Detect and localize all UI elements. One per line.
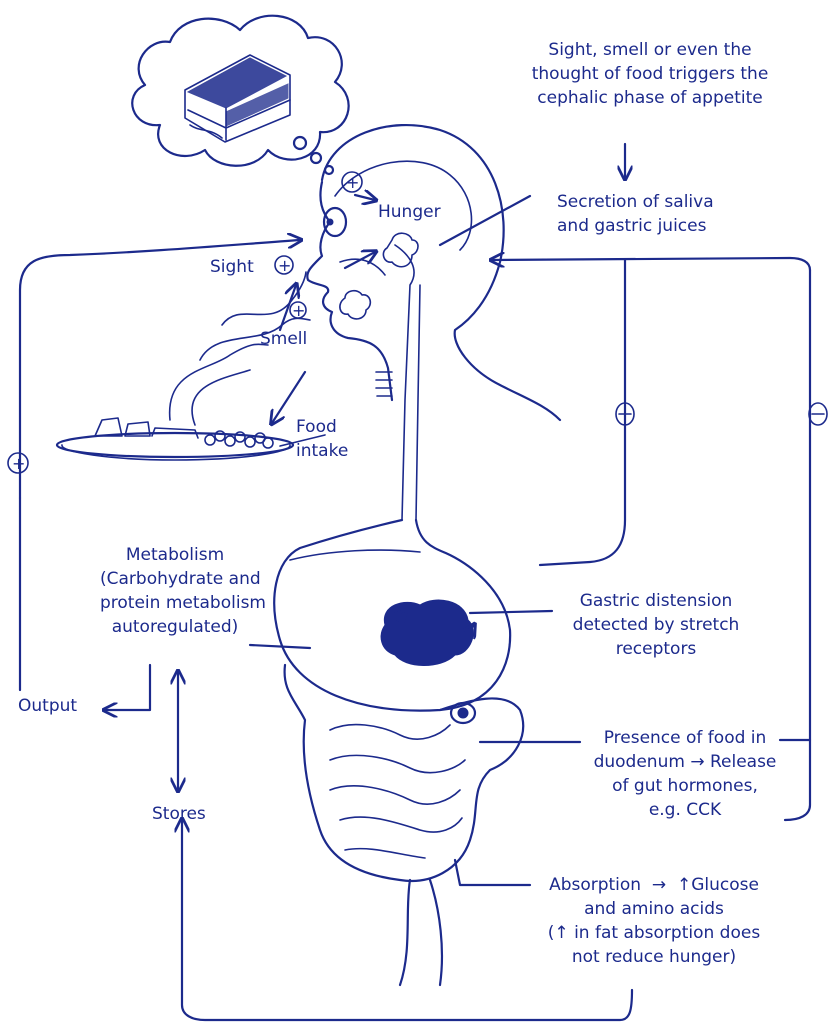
food-intake-label: Food intake: [296, 415, 348, 463]
smell-label: Smell: [260, 327, 307, 351]
secretion-label: Secretion of saliva and gastric juices: [557, 190, 714, 238]
minus-sign-icon: [616, 403, 827, 425]
cephalic-phase-label: Sight, smell or even the thought of food…: [520, 38, 780, 110]
gastric-distension-label: Gastric distension detected by stretch r…: [566, 589, 746, 661]
plate-of-food-icon: [57, 418, 325, 460]
cake-slice-icon: [185, 55, 290, 142]
svg-text:+: +: [292, 301, 305, 320]
svg-text:+: +: [12, 454, 25, 473]
intestines: [285, 665, 524, 985]
absorption-label: Absorption → ↑Glucose and amino acids (↑…: [534, 873, 774, 969]
arrows: [105, 144, 625, 885]
output-label: Output: [18, 694, 77, 718]
metabolism-label: Metabolism (Carbohydrate and protein met…: [100, 543, 250, 639]
stomach-food-mass-icon: [381, 600, 473, 666]
svg-text:+: +: [278, 256, 291, 275]
presence-of-food-label: Presence of food in duodenum → Release o…: [590, 726, 780, 822]
salivary-glands: [340, 233, 418, 319]
svg-text:+: +: [346, 173, 359, 192]
stores-label: Stores: [152, 802, 206, 826]
sight-label: Sight: [210, 255, 254, 279]
hunger-label: Hunger: [378, 200, 441, 224]
eye-icon: [324, 208, 346, 236]
